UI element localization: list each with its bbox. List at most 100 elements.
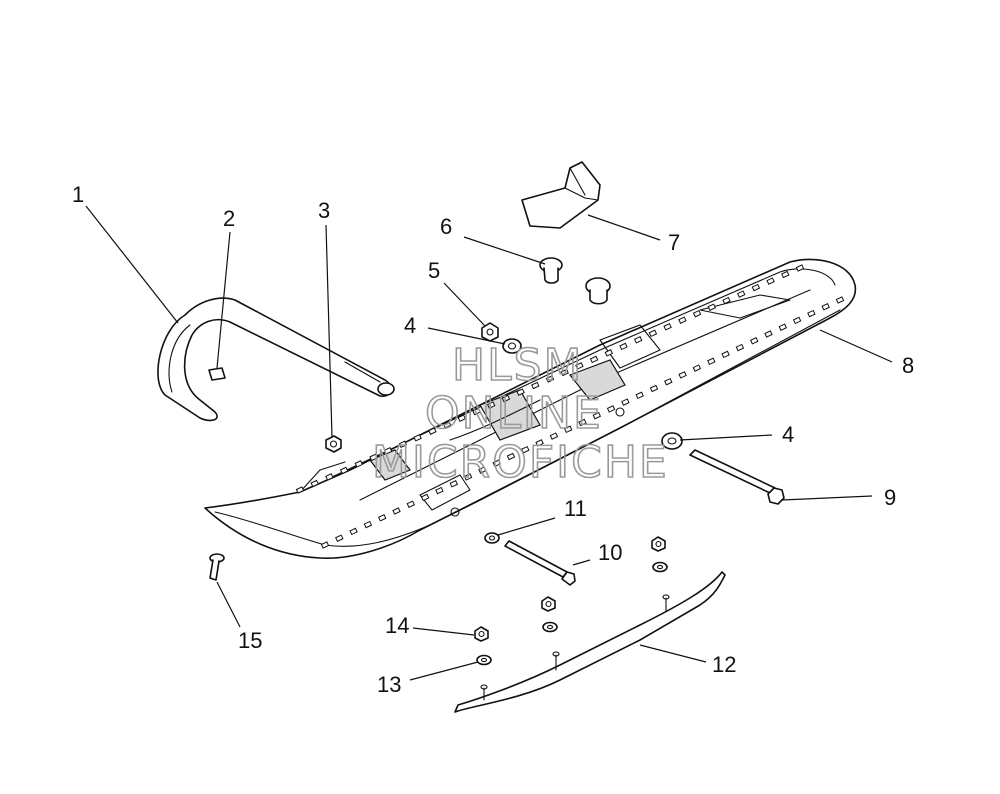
traction-stud (531, 381, 540, 390)
traction-stud (692, 309, 702, 318)
callout-2: 2 (223, 206, 235, 231)
wear-bar-nut-a (651, 536, 666, 552)
wear-bar-washer-a (652, 561, 668, 573)
wear-pad-part-7 (521, 161, 601, 229)
traction-stud (506, 452, 516, 461)
traction-stud (604, 349, 614, 357)
ski-traction-studs (295, 264, 845, 549)
watermark-line-3: MICROFICHE (372, 437, 669, 488)
traction-stud (339, 466, 349, 475)
callout-12: 12 (712, 652, 736, 677)
traction-stud (692, 364, 702, 372)
traction-stud (807, 309, 816, 318)
traction-stud (472, 407, 481, 416)
bolt-part-10 (504, 540, 576, 586)
wear-bar-washer-b (542, 621, 558, 633)
washer-part-4-lower (661, 432, 683, 450)
traction-stud (649, 384, 659, 393)
washer-part-11 (484, 532, 500, 544)
traction-stud (721, 350, 730, 359)
nut-part-3 (325, 435, 342, 453)
traction-stud (707, 303, 717, 311)
callout-5: 5 (428, 258, 440, 283)
watermark: HLSM ONLINE MICROFICHE (371, 339, 669, 489)
callout-7: 7 (668, 230, 680, 255)
traction-stud (383, 447, 393, 455)
callouts: 1 2 3 4 5 6 7 8 4 9 11 10 12 13 14 15 (72, 182, 914, 697)
nut-part-14 (474, 626, 489, 642)
traction-stud (363, 520, 373, 529)
traction-stud (442, 420, 452, 429)
traction-stud (501, 394, 511, 403)
callout-14: 14 (385, 613, 409, 638)
traction-stud (478, 466, 487, 474)
callout-3: 3 (318, 198, 330, 223)
callout-11: 11 (564, 496, 587, 521)
wear-bar-nut-b (541, 596, 556, 612)
traction-stud (621, 398, 630, 406)
callout-4-lower: 4 (782, 422, 794, 447)
traction-stud (295, 486, 305, 494)
callout-9: 9 (884, 485, 896, 510)
traction-stud (722, 296, 731, 305)
bushing-b (585, 277, 611, 305)
traction-stud (592, 411, 602, 420)
traction-stud (521, 445, 530, 454)
bushing-part-6 (539, 257, 563, 284)
traction-stud (420, 493, 430, 502)
traction-stud (549, 432, 559, 440)
traction-stud (575, 362, 584, 370)
bolt-part-9 (689, 449, 785, 505)
callout-8: 8 (902, 353, 914, 378)
traction-stud (792, 316, 802, 325)
traction-stud (589, 355, 599, 364)
traction-stud (354, 460, 364, 468)
traction-stud (835, 296, 845, 304)
traction-stud (606, 405, 616, 413)
traction-stud (766, 277, 775, 285)
traction-stud (435, 486, 444, 495)
watermark-line-2: ONLINE (425, 388, 603, 439)
traction-stud (678, 371, 687, 379)
traction-stud (449, 480, 459, 488)
traction-stud (678, 316, 687, 324)
traction-stud (516, 388, 525, 396)
traction-stud (635, 391, 644, 400)
washer-part-4-upper (502, 338, 522, 354)
nut-part-5 (481, 322, 499, 342)
traction-stud (369, 453, 378, 462)
traction-stud (821, 303, 830, 311)
traction-stud (535, 439, 544, 447)
traction-stud (349, 527, 358, 536)
traction-stud (619, 342, 628, 351)
traction-stud (633, 336, 643, 344)
traction-stud (648, 329, 658, 338)
callout-10: 10 (598, 540, 622, 565)
traction-stud (563, 425, 573, 434)
traction-stud (377, 514, 387, 522)
traction-stud (736, 290, 746, 298)
traction-stud (764, 330, 773, 338)
rivet-part-15 (209, 553, 225, 581)
callout-6: 6 (440, 214, 452, 239)
watermark-line-1: HLSM (452, 340, 584, 391)
leader-lines (85, 205, 893, 681)
traction-stud (795, 264, 805, 272)
traction-stud (463, 473, 473, 481)
traction-stud (778, 323, 788, 331)
traction-stud (749, 337, 759, 345)
traction-stud (663, 323, 672, 331)
traction-stud (735, 343, 745, 352)
traction-stud (578, 418, 587, 427)
traction-stud (398, 440, 408, 449)
traction-stud (664, 377, 673, 386)
callout-1: 1 (72, 182, 84, 207)
traction-stud (320, 541, 330, 549)
traction-stud (707, 357, 716, 366)
traction-stud (428, 427, 437, 435)
ski-body (204, 258, 857, 560)
traction-stud (751, 283, 761, 292)
traction-stud (560, 368, 569, 377)
traction-stud (406, 500, 416, 508)
